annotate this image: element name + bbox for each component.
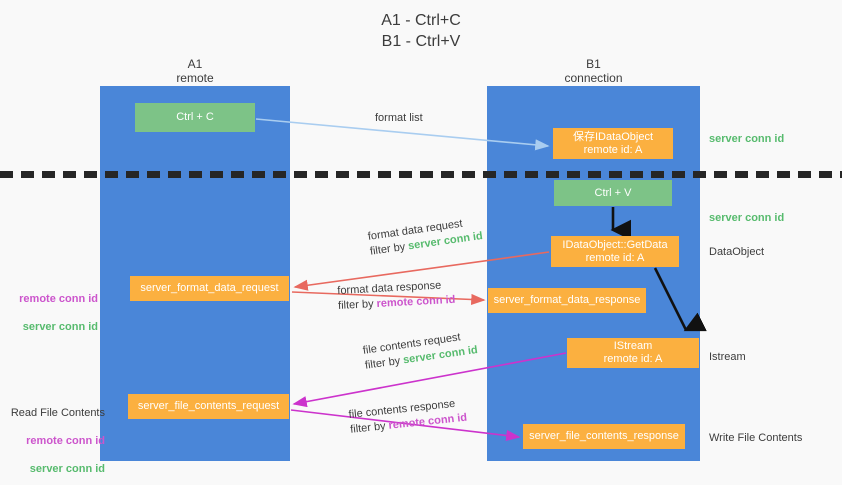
box-server-file-contents-request[interactable]: server_file_contents_request bbox=[128, 394, 289, 419]
column-header-b1: B1 connection bbox=[564, 57, 623, 85]
annotation-right-server-conn-id-1: server conn id bbox=[709, 133, 785, 145]
edge-label-format-data-request: format data request filter by server con… bbox=[367, 214, 484, 260]
annotation-left-bottom: Read File Contents remote conn id server… bbox=[8, 392, 105, 485]
box-idataobject-getdata[interactable]: IDataObject::GetData remote id: A bbox=[551, 236, 679, 267]
annotation-read-file-contents: Read File Contents bbox=[10, 407, 105, 419]
annotation-remote-conn-id: remote conn id bbox=[26, 435, 105, 447]
annotation-left-middle: remote conn id server conn id bbox=[8, 278, 98, 348]
dashed-divider bbox=[0, 171, 842, 178]
annotation-right-write-file-contents: Write File Contents bbox=[709, 432, 803, 444]
annotation-remote-conn-id: remote conn id bbox=[19, 293, 98, 305]
filter-by-text: filter by bbox=[364, 354, 405, 372]
box-server-file-contents-response[interactable]: server_file_contents_response bbox=[523, 424, 685, 449]
edge-label-file-contents-response: file contents response filter by remote … bbox=[348, 396, 468, 438]
box-server-format-data-response[interactable]: server_format_data_response bbox=[488, 288, 646, 313]
annotation-right-server-conn-id-2: server conn id bbox=[709, 212, 785, 224]
page-title: A1 - Ctrl+C B1 - Ctrl+V bbox=[381, 12, 461, 50]
annotation-right-istream: Istream bbox=[709, 351, 746, 363]
filter-by-text: filter by bbox=[369, 240, 410, 258]
box-server-format-data-request[interactable]: server_format_data_request bbox=[130, 276, 289, 301]
edge-label-format-list-text: format list bbox=[375, 112, 423, 124]
edge-label-format-data-response: format data response filter by remote co… bbox=[337, 278, 456, 314]
box-ctrl-c[interactable]: Ctrl + C bbox=[135, 103, 255, 132]
filter-by-text: filter by bbox=[349, 419, 390, 436]
box-istream[interactable]: IStream remote id: A bbox=[567, 338, 699, 368]
remote-conn-id-text: remote conn id bbox=[376, 293, 456, 310]
box-save-idataobject[interactable]: 保存IDataObject remote id: A bbox=[553, 128, 673, 159]
edge-label-format-list: format list bbox=[375, 111, 423, 126]
box-ctrl-v[interactable]: Ctrl + V bbox=[554, 180, 672, 206]
annotation-right-dataobject: DataObject bbox=[709, 246, 765, 258]
annotation-server-conn-id: server conn id bbox=[29, 463, 105, 475]
annotation-server-conn-id: server conn id bbox=[22, 321, 98, 333]
filter-by-text: filter by bbox=[337, 297, 377, 312]
column-header-a1: A1 remote bbox=[176, 57, 214, 85]
edge-label-file-contents-request: file contents request filter by server c… bbox=[362, 328, 479, 374]
